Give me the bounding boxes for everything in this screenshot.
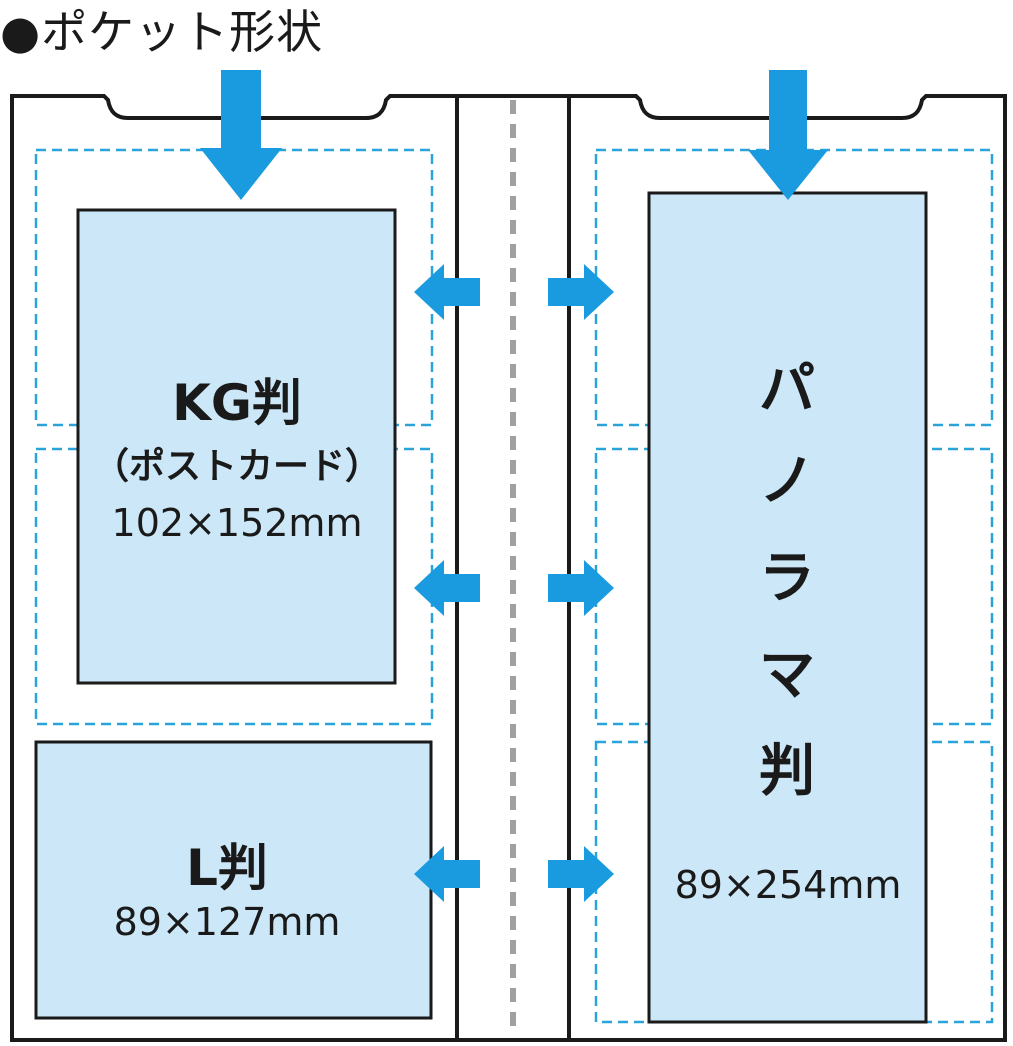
right-arrow-icon-3 <box>548 846 614 902</box>
down-arrow-right-icon <box>748 70 828 200</box>
l-label: L判 <box>186 839 268 897</box>
left-arrow-icon-1 <box>414 264 480 320</box>
panorama-char-5: 判 <box>759 739 815 804</box>
left-arrow-icon-3 <box>414 846 480 902</box>
right-arrow-icon-1 <box>548 264 614 320</box>
kg-label: KG判 <box>172 374 302 432</box>
panorama-char-1: パ <box>759 357 815 422</box>
l-size-label: 89×127mm <box>114 900 341 944</box>
down-arrow-left-icon <box>200 70 282 200</box>
l-photo <box>34 740 433 1020</box>
panorama-char-3: ラ <box>759 546 815 611</box>
album-outline <box>10 94 1007 1042</box>
panorama-photo <box>647 191 928 1024</box>
left-arrow-icon-2 <box>414 560 480 616</box>
kg-size-label: 102×152mm <box>112 501 363 545</box>
panorama-char-2: ノ <box>759 449 815 514</box>
page-title: ●ポケット形状 <box>0 5 324 59</box>
panorama-char-4: マ <box>759 643 815 708</box>
right-arrow-icon-2 <box>548 560 614 616</box>
kg-sub-label: （ポストカード） <box>93 445 381 487</box>
kg-photo <box>76 208 397 685</box>
panorama-size-label: 89×254mm <box>675 863 902 907</box>
